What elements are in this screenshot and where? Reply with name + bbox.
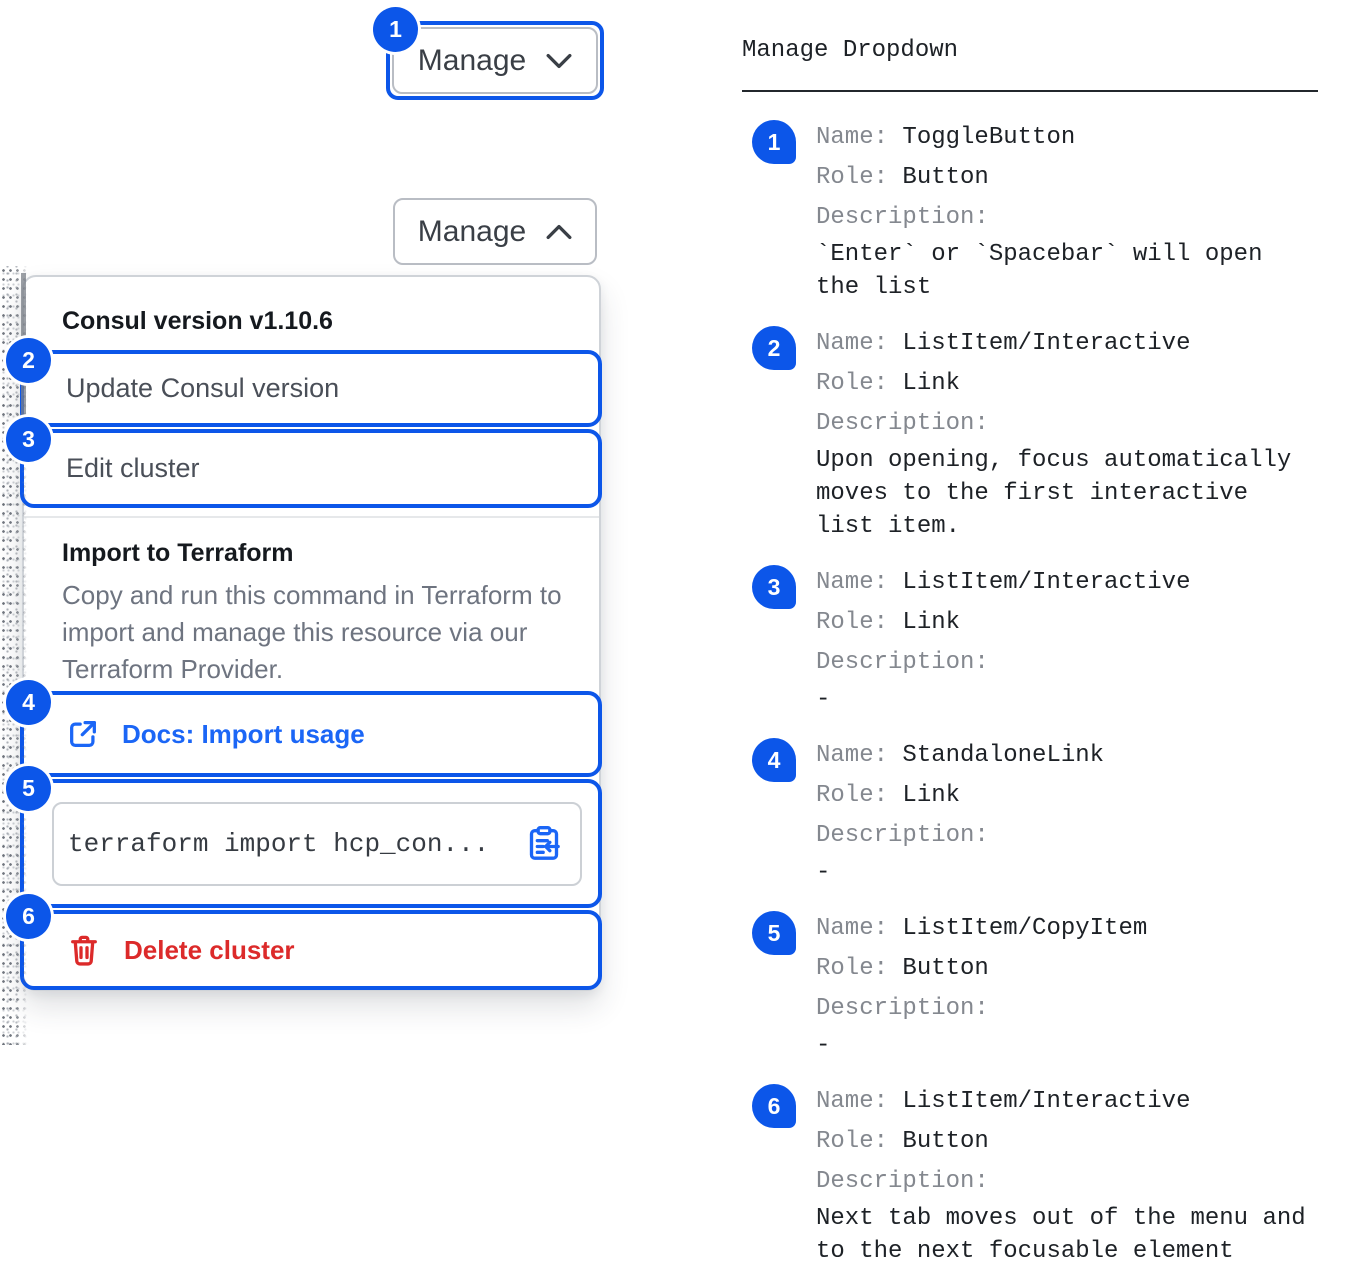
- annotation-item: 5 Name: ListItem/CopyItem Role: Button D…: [742, 909, 1322, 1062]
- annotation-item: 6 Name: ListItem/Interactive Role: Butto…: [742, 1082, 1322, 1268]
- annotation-badge: 1: [752, 120, 796, 164]
- section-title: Import to Terraform: [62, 539, 294, 567]
- manage-button-label: Manage: [417, 43, 527, 77]
- annotation-badge-4: 4: [6, 680, 51, 725]
- role-label: Role:: [816, 782, 889, 809]
- section-description: Copy and run this command in Terraform t…: [62, 580, 562, 684]
- legend-title: Manage Dropdown: [742, 37, 959, 64]
- role-value: Link: [902, 782, 961, 809]
- role-value: Button: [902, 955, 989, 982]
- role-value: Button: [902, 164, 989, 191]
- annotation-badge-5: 5: [6, 766, 51, 811]
- annotation-item: 2 Name: ListItem/Interactive Role: Link …: [742, 324, 1322, 543]
- description-value: Next tab moves out of the menu and to th…: [816, 1205, 1306, 1265]
- chevron-up-icon: [546, 224, 572, 240]
- role-label: Role:: [816, 164, 889, 191]
- annotation-list: 1 Name: ToggleButton Role: Button Descri…: [742, 118, 1322, 1268]
- description-label: Description:: [816, 410, 989, 437]
- role-value: Link: [902, 370, 961, 397]
- annotation-badge-2: 2: [6, 338, 51, 383]
- annotation-outline-1: [386, 21, 604, 100]
- menu-divider: [24, 516, 599, 518]
- annotation-badge: 4: [752, 738, 796, 782]
- role-label: Role:: [816, 1128, 889, 1155]
- menu-item-delete-cluster[interactable]: Delete cluster: [20, 910, 602, 990]
- manage-toggle-button-closed[interactable]: Manage: [392, 27, 598, 94]
- description-label: Description:: [816, 204, 989, 231]
- role-value: Button: [902, 1128, 989, 1155]
- name-value: ListItem/Interactive: [902, 569, 1191, 596]
- dropdown-header: Consul version v1.10.6: [62, 307, 333, 335]
- name-label: Name:: [816, 742, 889, 769]
- description-label: Description:: [816, 995, 989, 1022]
- name-value: ToggleButton: [902, 124, 1076, 151]
- code-field: terraform import hcp_con...: [52, 801, 582, 886]
- annotation-badge: 3: [752, 565, 796, 609]
- docs-import-usage-link[interactable]: Docs: Import usage: [20, 691, 602, 777]
- menu-item-label: Edit cluster: [66, 453, 200, 483]
- annotation-badge: 5: [752, 911, 796, 955]
- annotation-badge-3: 3: [6, 417, 51, 462]
- menu-item-update-consul-version[interactable]: Update Consul version: [20, 350, 602, 427]
- annotation-badge-1: 1: [373, 7, 418, 52]
- link-label: Docs: Import usage: [122, 718, 365, 749]
- annotation-item: 3 Name: ListItem/Interactive Role: Link …: [742, 563, 1322, 716]
- name-value: ListItem/Interactive: [902, 330, 1191, 357]
- description-value: -: [816, 859, 831, 886]
- copy-button[interactable]: [524, 824, 564, 864]
- role-label: Role:: [816, 955, 889, 982]
- name-label: Name:: [816, 330, 889, 357]
- description-label: Description:: [816, 1168, 989, 1195]
- description-value: Upon opening, focus automatically moves …: [816, 447, 1292, 540]
- legend-divider: [742, 90, 1318, 92]
- trash-icon: [66, 932, 102, 968]
- description-value: `Enter` or `Spacebar` will open the list: [816, 241, 1263, 301]
- annotation-badge-6: 6: [6, 894, 51, 939]
- name-label: Name:: [816, 915, 889, 942]
- clipboard-copy-icon: [524, 824, 564, 864]
- annotation-item: 1 Name: ToggleButton Role: Button Descri…: [742, 118, 1322, 304]
- description-value: -: [816, 1032, 831, 1059]
- name-value: ListItem/CopyItem: [902, 915, 1148, 942]
- external-link-icon: [66, 717, 100, 751]
- description-value: -: [816, 686, 831, 713]
- copy-command-item: terraform import hcp_con...: [20, 779, 602, 908]
- name-label: Name:: [816, 124, 889, 151]
- name-value: ListItem/Interactive: [902, 1088, 1191, 1115]
- description-label: Description:: [816, 822, 989, 849]
- role-label: Role:: [816, 609, 889, 636]
- role-value: Link: [902, 609, 961, 636]
- description-label: Description:: [816, 649, 989, 676]
- code-text: terraform import hcp_con...: [68, 828, 490, 859]
- manage-toggle-button-open[interactable]: Manage: [393, 198, 597, 265]
- annotation-badge: 2: [752, 326, 796, 370]
- menu-item-label: Update Consul version: [66, 373, 340, 403]
- name-value: StandaloneLink: [902, 742, 1105, 769]
- annotation-legend: Manage Dropdown 1 Name: ToggleButton Rol…: [742, 34, 1322, 1282]
- annotation-badge: 6: [752, 1084, 796, 1128]
- role-label: Role:: [816, 370, 889, 397]
- manage-button-label: Manage: [417, 214, 527, 248]
- name-label: Name:: [816, 1088, 889, 1115]
- annotation-item: 4 Name: StandaloneLink Role: Link Descri…: [742, 736, 1322, 889]
- chevron-down-icon: [546, 53, 572, 69]
- name-label: Name:: [816, 569, 889, 596]
- delete-label: Delete cluster: [124, 934, 295, 965]
- menu-item-edit-cluster[interactable]: Edit cluster: [20, 429, 602, 508]
